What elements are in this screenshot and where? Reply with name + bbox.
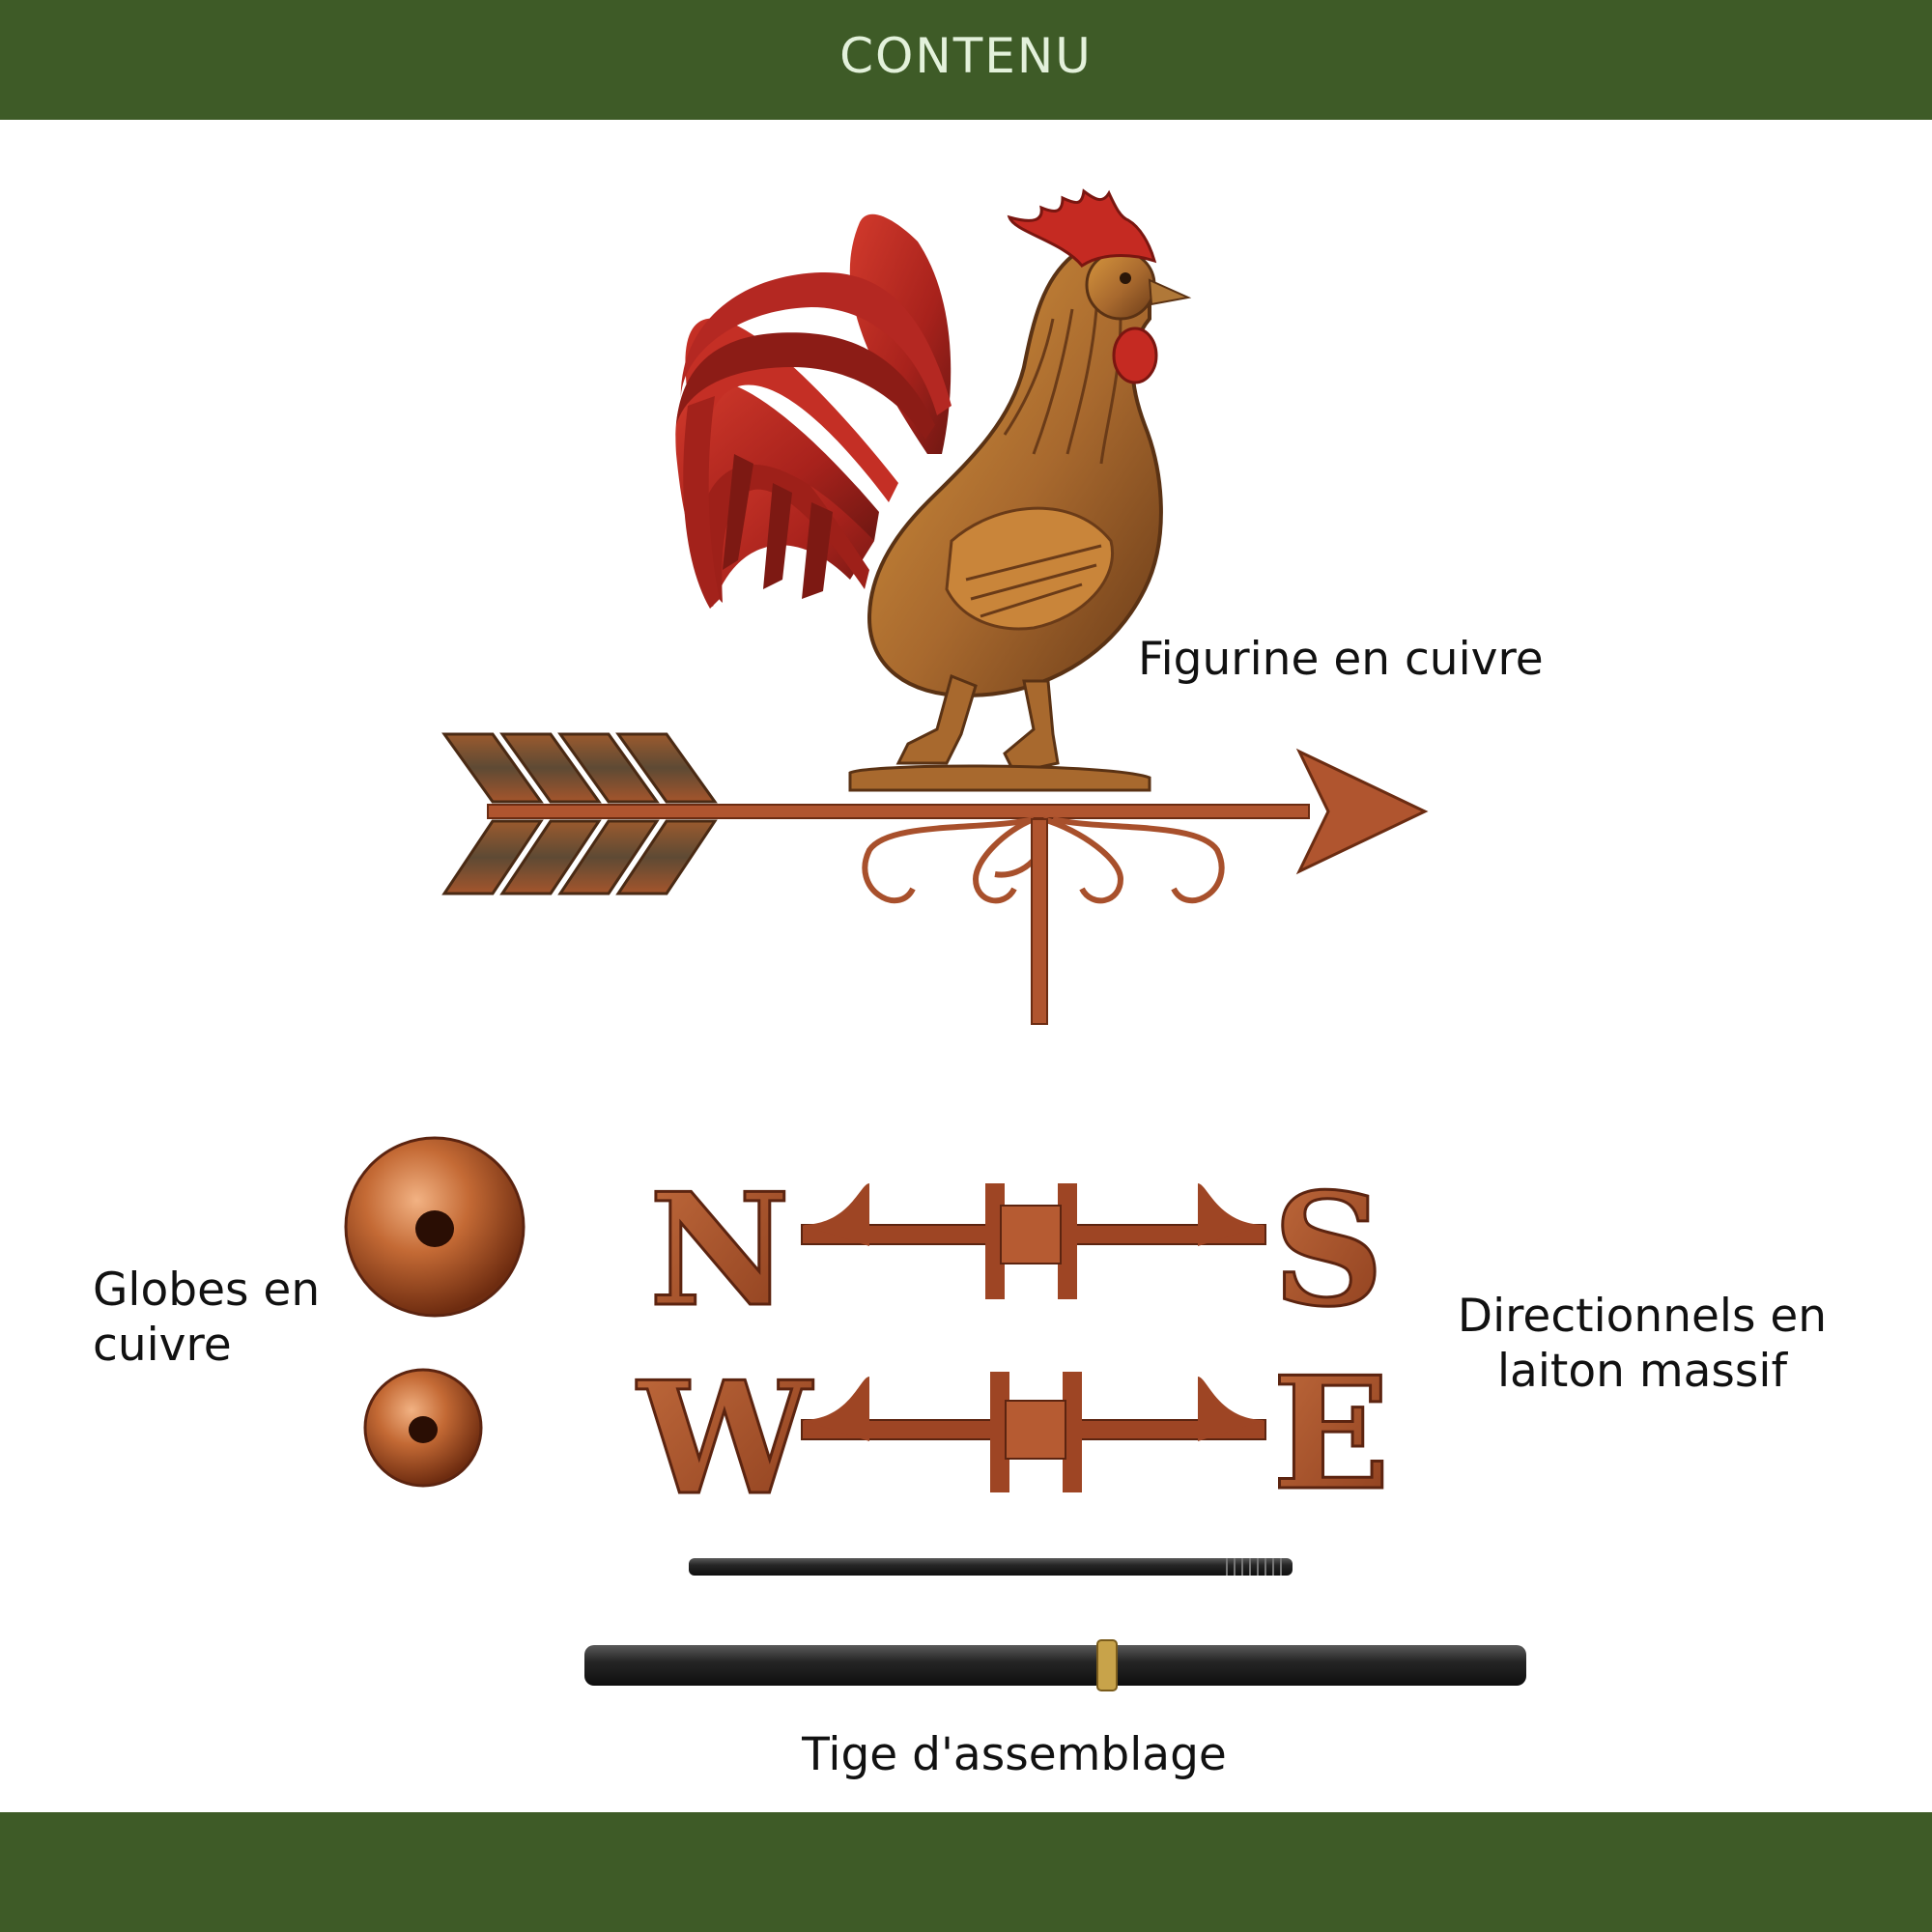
rooster-comb [1007, 188, 1157, 268]
rooster-beak [1148, 278, 1192, 306]
header-band [0, 0, 1932, 120]
rooster-weathervane [441, 188, 1429, 1025]
label-globes-line2: cuivre [93, 1319, 232, 1372]
rod-brass-collar [1096, 1639, 1118, 1691]
copper-globe-small [363, 1368, 483, 1488]
we-hub [1005, 1400, 1066, 1460]
label-figurine: Figurine en cuivre [1138, 633, 1544, 686]
label-directionnels-line1: Directionnels en [1457, 1290, 1828, 1343]
arrow-head [1295, 748, 1429, 875]
directional-north-south: N S [647, 1158, 1385, 1343]
letter-west: W [636, 1348, 813, 1529]
assembly-rods [584, 1558, 1526, 1691]
letter-east: E [1272, 1343, 1390, 1524]
letter-south: S [1272, 1159, 1384, 1341]
assembly-rod-thick [584, 1639, 1526, 1691]
footer-band [0, 1812, 1932, 1932]
copper-globes [344, 1136, 526, 1488]
label-directionnels: Directionnels en laiton massif [1430, 1289, 1855, 1399]
rooster-head [1085, 249, 1156, 321]
label-tige: Tige d'assemblage [802, 1728, 1227, 1781]
arrow-fletching [441, 732, 718, 895]
label-globes: Globes en cuivre [93, 1263, 320, 1373]
rooster-tail [675, 213, 952, 609]
header-title: CONTENU [839, 28, 1093, 84]
ns-hub [1000, 1205, 1062, 1264]
rooster-wing [945, 506, 1114, 631]
label-globes-line1: Globes en [93, 1264, 321, 1317]
arrow-scrollwork [862, 816, 1225, 904]
letter-north: N [649, 1159, 790, 1341]
assembly-rod-thin [689, 1558, 1293, 1576]
vane-post [1031, 818, 1048, 1025]
rooster-base [848, 764, 1151, 792]
arrow-shaft [487, 804, 1310, 819]
label-directionnels-line2: laiton massif [1497, 1345, 1787, 1398]
rooster-wattle [1112, 327, 1158, 384]
directional-west-east: W E [635, 1342, 1392, 1531]
copper-globe-large [344, 1136, 526, 1318]
